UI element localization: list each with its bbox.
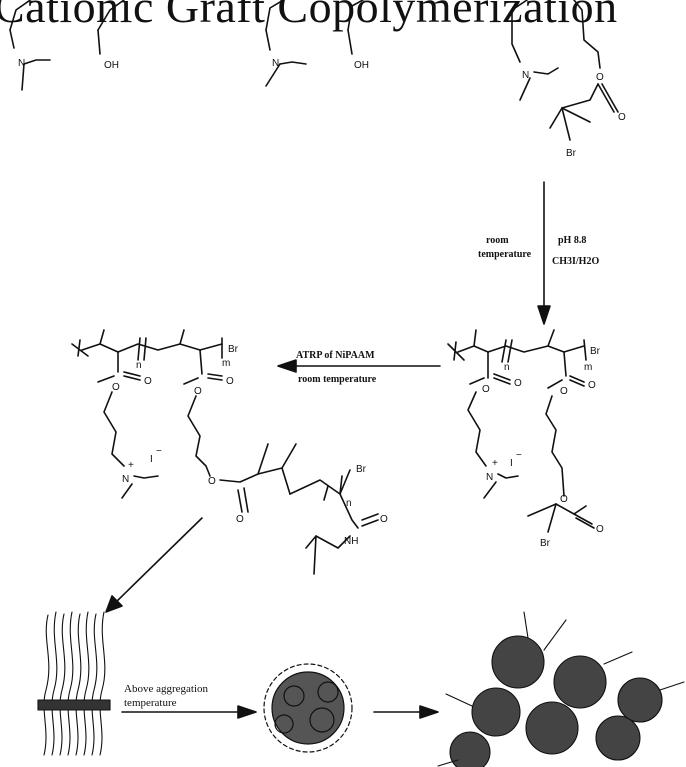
step1-right-condition-line1: pH 8.8: [558, 235, 586, 246]
micelle-core: [263, 663, 353, 753]
charge-minus-2: −: [156, 446, 162, 457]
arrow-to-aggregation: [105, 517, 203, 613]
iodide-2: I: [150, 454, 153, 465]
subscript-m-1: m: [584, 362, 592, 373]
atom-o-6: O: [560, 494, 568, 505]
arrow-step4: [373, 705, 439, 719]
monomer-dmaema-1: [9, 0, 51, 91]
atom-o-8: O: [112, 382, 120, 393]
atom-o-11: O: [226, 376, 234, 387]
atom-br-2: Br: [590, 346, 601, 357]
monomer-initiator: [511, 0, 619, 141]
arrow-step1: [537, 181, 551, 325]
step2-condition-line1: ATRP of NiPAAM: [296, 350, 375, 361]
charge-plus-1: +: [492, 458, 498, 469]
monomer-dmaema-2: [265, 0, 307, 87]
polymer-graft-copolymer: [71, 329, 379, 575]
charge-plus-2: +: [128, 460, 134, 471]
atom-o-5: O: [588, 380, 596, 391]
subscript-m-2: m: [222, 358, 230, 369]
step1-left-condition-line1: room: [486, 235, 509, 246]
atom-o-2: O: [482, 384, 490, 395]
atom-br-4: Br: [228, 344, 239, 355]
arrow-step3: [121, 705, 257, 719]
polymer-quaternized-macroinitiator: [447, 329, 595, 533]
iodide-1: I: [510, 458, 513, 469]
atom-n-2: N: [272, 58, 279, 69]
atom-o-12: O: [208, 476, 216, 487]
charge-minus-1: −: [516, 450, 522, 461]
subscript-n-1: n: [504, 362, 510, 373]
atom-n-quaternary-1: N: [486, 472, 493, 483]
step1-right-condition-line2: CH3I/H2O: [552, 256, 599, 267]
atom-n-1: N: [18, 58, 25, 69]
atom-o-ester-1: O: [596, 72, 604, 83]
brush-aggregate: [37, 611, 111, 756]
atom-o-9: O: [144, 376, 152, 387]
atom-n-quaternary-2: N: [122, 474, 129, 485]
atom-n-3: N: [522, 70, 529, 81]
atom-oh-1: OH: [104, 60, 119, 71]
subscript-n-3: n: [346, 498, 352, 509]
micelle-aggregate: [437, 611, 685, 767]
atom-o-carbonyl-1: O: [618, 112, 626, 123]
step3-condition-line1: Above aggregation: [124, 683, 208, 695]
atom-o-7: O: [596, 524, 604, 535]
atom-br-1: Br: [566, 148, 577, 159]
atom-br-3: Br: [540, 538, 551, 549]
monomer-hema-1: [97, 0, 125, 55]
step3-condition-line2: temperature: [124, 697, 177, 709]
atom-nh: NH: [344, 536, 358, 547]
step1-left-condition-line2: temperature: [478, 249, 532, 260]
subscript-n-2: n: [136, 360, 142, 371]
step2-condition-line2: room temperature: [298, 374, 377, 385]
scheme-title: Cationic Graft Copolymerization: [0, 0, 618, 32]
atom-br-5: Br: [356, 464, 367, 475]
atom-o-13: O: [236, 514, 244, 525]
atom-o-14: O: [380, 514, 388, 525]
atom-oh-2: OH: [354, 60, 369, 71]
atom-o-4: O: [560, 386, 568, 397]
atom-o-3: O: [514, 378, 522, 389]
monomer-hema-2: [347, 0, 365, 55]
arrow-step2: [277, 359, 441, 373]
atom-o-10: O: [194, 386, 202, 397]
